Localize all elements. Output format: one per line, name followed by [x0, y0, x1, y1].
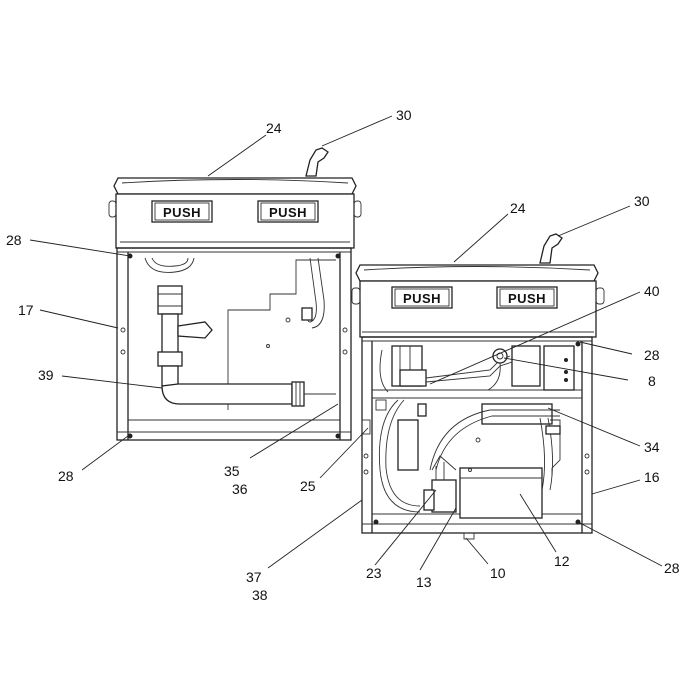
left-bubbler: [305, 147, 329, 177]
callout-labels: 24 30 28 17 39 28 35 36 25 37 38 23 13 1…: [6, 107, 680, 603]
callout-39: 39: [38, 367, 54, 383]
right-push-button-2: [496, 286, 558, 309]
callout-34: 34: [644, 439, 660, 455]
callout-25: 25: [300, 478, 316, 494]
callout-13: 13: [416, 574, 432, 590]
left-push-label-2: PUSH: [269, 205, 307, 220]
leader-lines: [29, 115, 663, 571]
callout-10: 10: [490, 565, 506, 581]
left-unit: PUSH PUSH: [108, 147, 362, 441]
left-push-label-1: PUSH: [163, 205, 201, 220]
right-unit: PUSH PUSH: [351, 233, 605, 540]
callout-37: 37: [246, 569, 262, 585]
callout-35: 35: [224, 463, 240, 479]
callout-28-lower-left: 28: [58, 468, 74, 484]
callout-12: 12: [554, 553, 570, 569]
right-push-label-1: PUSH: [403, 291, 441, 306]
callout-38: 38: [252, 587, 268, 603]
left-push-button-1: [151, 200, 213, 223]
right-push-button-1: [391, 286, 453, 309]
callout-8: 8: [648, 373, 656, 389]
callout-17: 17: [18, 302, 34, 318]
callout-16: 16: [644, 469, 660, 485]
callout-36: 36: [232, 481, 248, 497]
right-frame: [361, 336, 593, 534]
callout-30-left: 30: [396, 107, 412, 123]
left-frame: [116, 247, 352, 441]
callout-28-lower-right: 28: [664, 560, 680, 576]
callout-24-left: 24: [266, 120, 282, 136]
left-basin-top: [113, 177, 357, 195]
callout-24-right: 24: [510, 200, 526, 216]
callout-28-upper-left: 28: [6, 232, 22, 248]
left-push-button-2: [257, 200, 319, 223]
callout-40: 40: [644, 283, 660, 299]
right-push-label-2: PUSH: [508, 291, 546, 306]
right-bubbler: [539, 233, 563, 264]
right-basin-top: [355, 264, 599, 282]
callout-28-right: 28: [644, 347, 660, 363]
callout-23: 23: [366, 565, 382, 581]
callout-30-right: 30: [634, 193, 650, 209]
compressor: [459, 467, 543, 519]
